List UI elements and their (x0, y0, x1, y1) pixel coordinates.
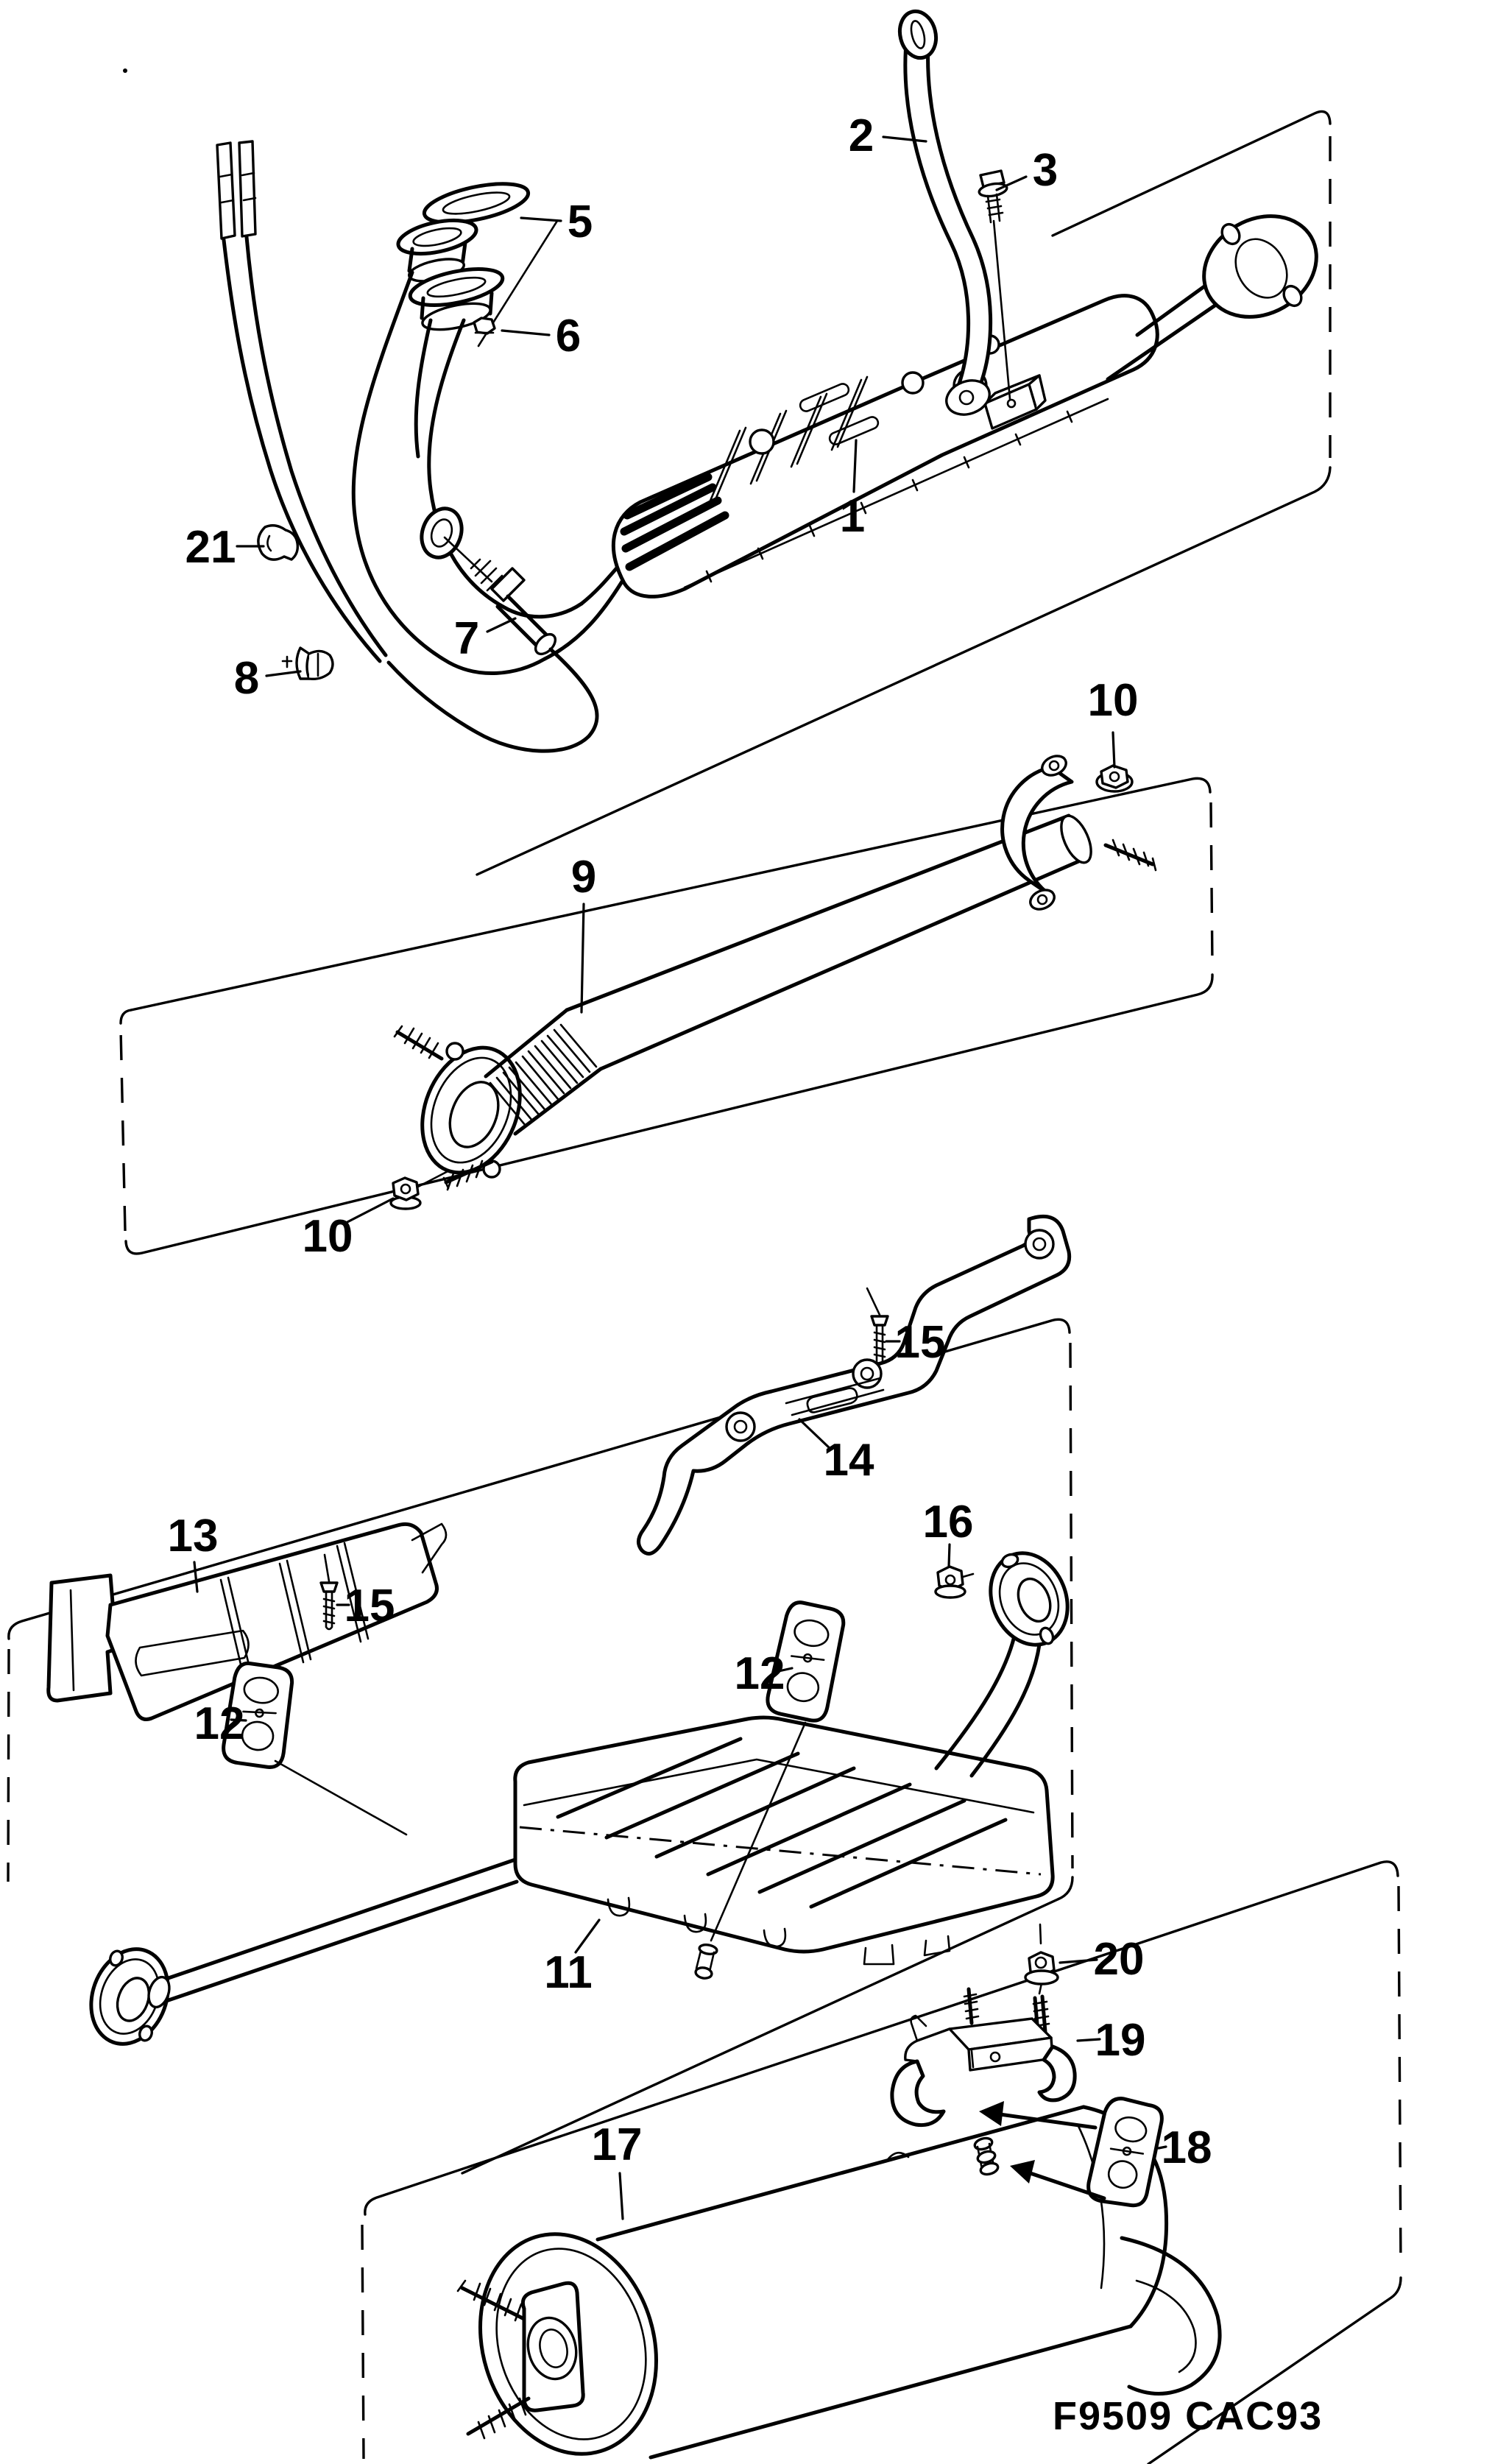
callout-leader-12-right (777, 1667, 794, 1673)
bracket-19 (890, 1987, 1077, 2128)
callout-leader-10-lower (343, 1197, 395, 1225)
gasket-5-upper (422, 182, 531, 225)
intermediate-pipe-9 (389, 755, 1157, 1210)
nut-16 (934, 1565, 975, 1599)
front-flange (520, 2281, 585, 2412)
bracket-2 (897, 9, 993, 416)
callout-leader-5 (520, 216, 562, 222)
panel-3-border (7, 1318, 1074, 2175)
callout-leader-18 (1157, 2145, 1167, 2150)
sensor-hole (420, 506, 464, 559)
install-arrow (1010, 2160, 1106, 2200)
catalytic-converter-1 (611, 294, 1159, 599)
callout-label-2: 2 (849, 110, 874, 161)
callout-label-11: 11 (544, 1947, 593, 1998)
panel-2-border (119, 777, 1214, 1255)
callout-label-21: 21 (185, 522, 236, 573)
outlet-pipe-and-flange (1106, 214, 1318, 381)
callout-label-18: 18 (1162, 2122, 1212, 2173)
callout-label-20: 20 (1094, 1934, 1145, 1985)
callout-label-12-left: 12 (194, 1698, 245, 1749)
wire-connector (238, 140, 257, 238)
bolt-3 (978, 169, 1011, 400)
callout-label-15-right: 15 (895, 1317, 946, 1368)
oxygen-sensor-wiring (216, 140, 388, 663)
screw-15-left (319, 1553, 339, 1631)
callout-leader-8 (265, 670, 302, 677)
nut-6 (473, 317, 496, 335)
callout-label-15-left: 15 (344, 1581, 395, 1631)
callout-label-12-right: 12 (735, 1648, 785, 1699)
rubber-hanger-12-left (222, 1661, 294, 1769)
callout-label-10-upper: 10 (1088, 675, 1139, 726)
callout-leader-7 (486, 617, 517, 633)
panel-4-border (361, 1860, 1402, 2464)
nut-10-lower (389, 1176, 422, 1210)
callout-label-9: 9 (571, 852, 596, 903)
callout-leader-10-upper (1111, 731, 1116, 769)
callout-leader-1 (852, 439, 858, 493)
muffler-tailpipe (934, 1628, 1042, 1778)
wire-connector (216, 141, 236, 240)
callout-label-7: 7 (454, 613, 479, 664)
flange-stud (393, 1025, 444, 1061)
inlet-flange (420, 1045, 522, 1175)
callout-leader-20 (1058, 1958, 1098, 1964)
callout-label-14: 14 (824, 1435, 874, 1486)
callout-leader-3 (995, 175, 1028, 191)
heat-shield-14 (637, 1215, 1072, 1556)
callout-leader-17 (618, 2172, 624, 2220)
muffler-hanger-pin (694, 1944, 718, 1980)
panel-1-border (476, 110, 1332, 876)
rubber-hanger-18 (979, 2097, 1164, 2208)
middle-muffler-11 (89, 1551, 1070, 2046)
sensor-cable (386, 647, 599, 753)
muffler-hanger-pin (973, 2136, 1000, 2176)
heat-shield-13 (46, 1522, 448, 1721)
callout-label-5: 5 (568, 197, 593, 247)
nut-10-upper (1095, 764, 1134, 793)
flange-stud (456, 2279, 526, 2322)
nut-20 (1024, 1923, 1059, 1995)
rear-muffler-17 (456, 2105, 1222, 2460)
pipe-flange-upper (396, 218, 478, 256)
callout-label-17: 17 (592, 2119, 643, 2170)
callout-leader-9 (580, 903, 585, 1014)
mount-box-bracket (983, 374, 1047, 430)
callout-leader-13 (193, 1561, 199, 1593)
callout-leader-6 (501, 329, 551, 336)
install-arrow (979, 2101, 1098, 2130)
callout-leader-11 (574, 1918, 601, 1954)
rear-tailpipe (1120, 2236, 1222, 2396)
callout-leader-2 (882, 135, 927, 143)
flange-stud (442, 1159, 494, 1191)
callout-label-13: 13 (168, 1511, 219, 1561)
callout-label-8: 8 (234, 653, 259, 704)
oxygen-sensor-7 (386, 536, 599, 753)
gasket-5-lower (408, 267, 505, 307)
cable-clamp-8 (281, 646, 334, 681)
pipe-clamp (1000, 755, 1157, 911)
callout-leader-16 (947, 1543, 951, 1568)
callout-label-3: 3 (1033, 145, 1058, 196)
flex-bellows (484, 1008, 603, 1136)
callout-leader-19 (1076, 2038, 1101, 2042)
callout-leader-14 (798, 1418, 832, 1450)
page-speck (123, 68, 127, 73)
callout-label-1: 1 (840, 491, 865, 542)
figure-code: F9509 CAC93 (1053, 2394, 1323, 2438)
screw-15-right (866, 1287, 889, 1366)
cable-clip-21 (257, 524, 300, 561)
callout-label-6: 6 (556, 311, 581, 361)
inlet-flange (89, 1947, 170, 2046)
rubber-hanger-12-right (710, 1600, 846, 1942)
callout-label-10-lower: 10 (303, 1211, 353, 1262)
tailpipe-flange (989, 1551, 1070, 1647)
callout-label-16: 16 (923, 1497, 974, 1547)
flange-stud (466, 2396, 531, 2440)
callout-label-19: 19 (1095, 2015, 1146, 2066)
gaskets-and-flanges (396, 182, 559, 347)
